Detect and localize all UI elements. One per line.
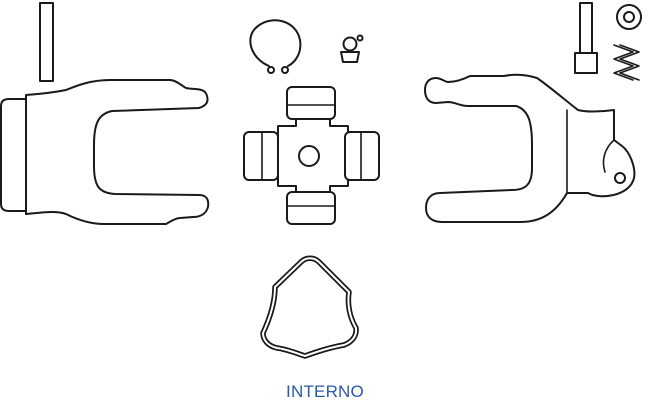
bolt-icon <box>574 2 598 74</box>
outer-yoke-icon <box>424 73 636 223</box>
cross-spider-icon <box>243 86 380 225</box>
grease-nipple-icon <box>340 34 364 63</box>
circlip-icon <box>249 19 302 74</box>
nut-icon <box>616 4 642 30</box>
triangular-tube-profile-icon <box>260 255 359 359</box>
inner-yoke-icon <box>0 79 210 225</box>
alignment-pin-icon <box>39 2 54 82</box>
profile-caption: INTERNO <box>286 382 364 401</box>
spring-washer-icon <box>613 44 640 81</box>
